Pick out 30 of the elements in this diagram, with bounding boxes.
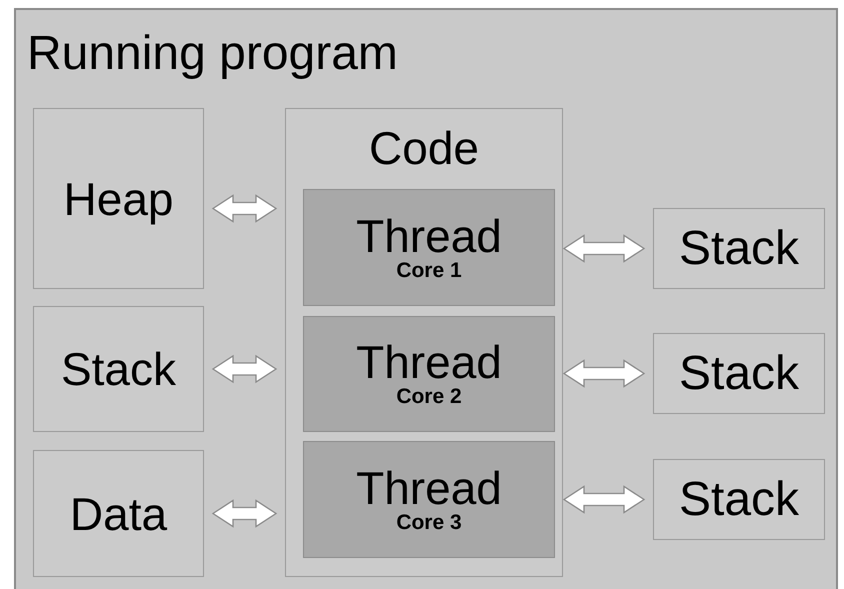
box-heading: Running program xyxy=(27,30,398,78)
box-label: Thread xyxy=(356,464,502,511)
double-arrow xyxy=(562,485,646,514)
memory-box xyxy=(33,306,204,432)
code-box xyxy=(285,108,563,577)
box-label: Stack xyxy=(60,346,176,392)
double-arrow xyxy=(562,359,646,388)
double-arrow xyxy=(212,194,278,223)
memory-box xyxy=(653,333,825,414)
box-label: Thread xyxy=(356,339,502,386)
box-label: Stack xyxy=(678,224,800,272)
core-label: Core 3 xyxy=(396,510,462,534)
box-label: Data xyxy=(70,490,168,536)
box-label: Thread xyxy=(356,212,502,259)
double-arrow xyxy=(562,234,646,263)
container-box xyxy=(14,8,838,589)
memory-box xyxy=(33,450,204,577)
core-label: Core 1 xyxy=(396,258,462,282)
core-label: Core 2 xyxy=(396,385,462,409)
thread-box xyxy=(303,441,555,558)
memory-box xyxy=(653,208,825,289)
thread-box xyxy=(303,316,555,432)
box-label: Stack xyxy=(678,350,800,398)
box-label: Code xyxy=(369,125,479,171)
memory-box xyxy=(653,459,825,540)
box-label: Stack xyxy=(678,476,800,524)
double-arrow xyxy=(212,354,278,384)
thread-box xyxy=(303,189,555,306)
memory-box xyxy=(33,108,204,289)
double-arrow xyxy=(212,499,278,528)
